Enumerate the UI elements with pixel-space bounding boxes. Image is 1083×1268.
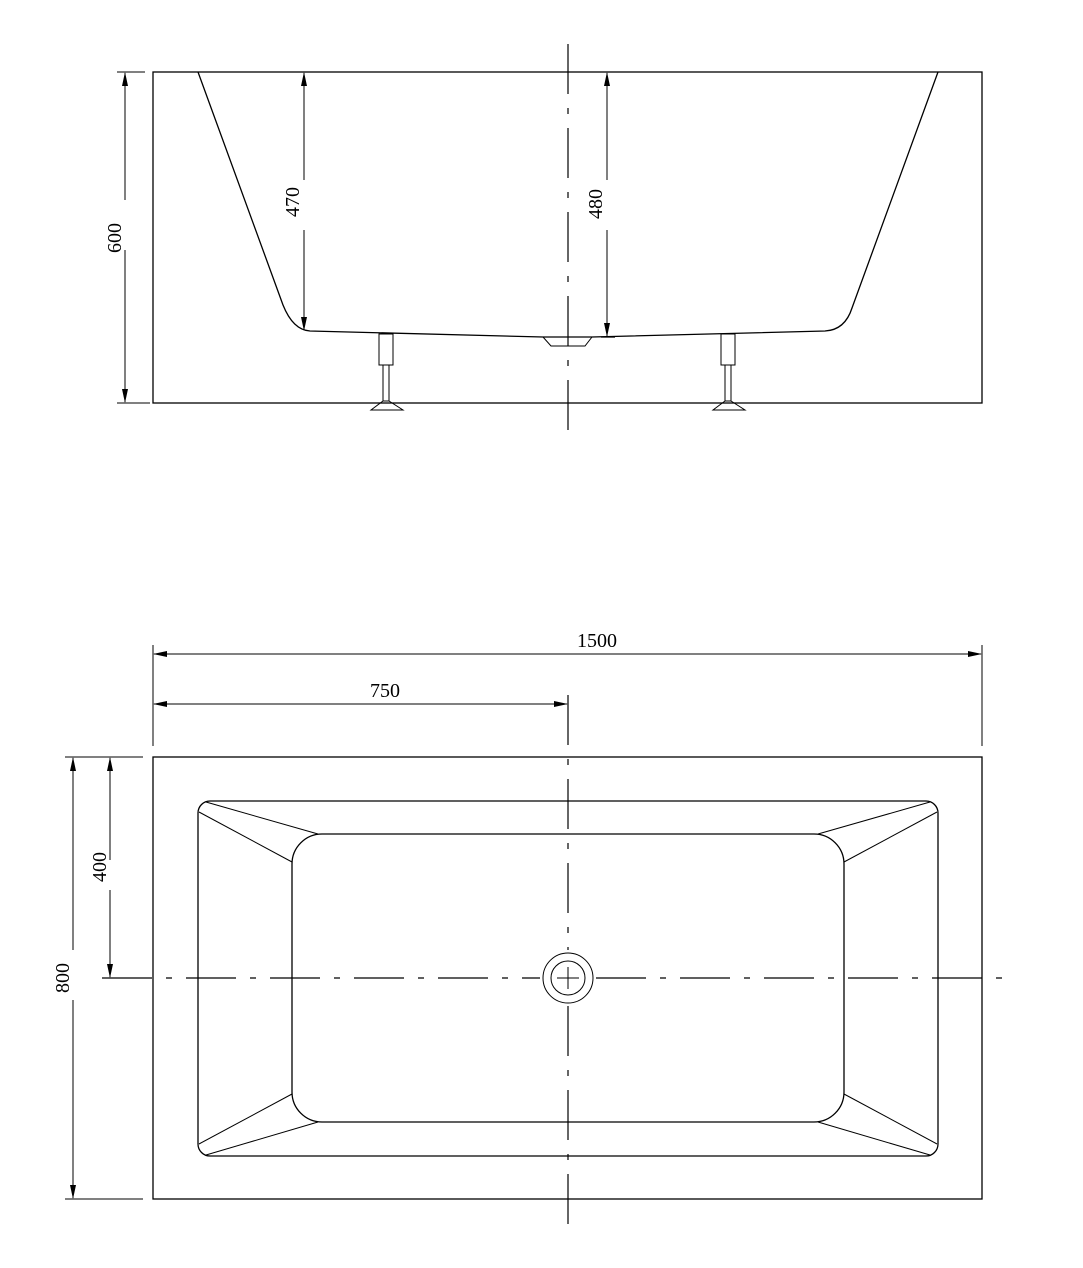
dim-470-label: 470 xyxy=(282,187,304,217)
corner-bevels xyxy=(198,801,938,1156)
dim-750-label: 750 xyxy=(370,680,400,702)
dim-600-label: 600 xyxy=(104,223,126,253)
side-view: 600 470 480 xyxy=(104,44,983,434)
dim-400-label: 400 xyxy=(89,852,111,882)
leg-left xyxy=(369,333,405,411)
dim-480-label: 480 xyxy=(585,189,607,219)
dim-800-label: 800 xyxy=(52,963,74,993)
top-view: 1500 750 800 400 xyxy=(52,630,1012,1228)
dim-1500-label: 1500 xyxy=(577,630,617,652)
drain-icon xyxy=(542,952,594,1004)
leg-right xyxy=(711,333,747,411)
